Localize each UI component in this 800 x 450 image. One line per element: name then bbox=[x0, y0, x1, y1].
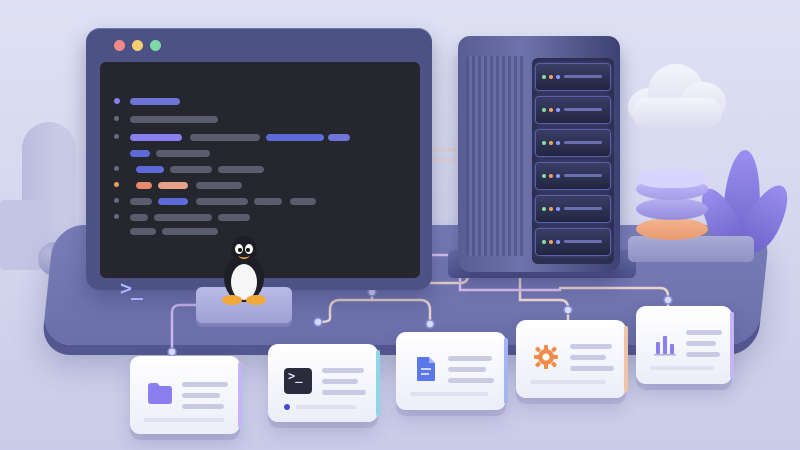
server-rack-unit bbox=[536, 229, 610, 255]
server-rack-unit bbox=[536, 196, 610, 222]
window-minimize-dot bbox=[132, 40, 143, 51]
folder-icon bbox=[148, 383, 172, 404]
card-terminal[interactable]: >_ bbox=[268, 344, 380, 422]
server-rack-front bbox=[532, 58, 614, 264]
card-settings[interactable] bbox=[516, 320, 628, 398]
card-terminal-prompt: >_ bbox=[288, 369, 303, 383]
terminal-screen: >_ bbox=[100, 62, 420, 300]
terminal-icon: >_ bbox=[284, 368, 312, 394]
linux-penguin-icon bbox=[222, 236, 266, 305]
card-folder[interactable] bbox=[130, 356, 242, 434]
card-analytics[interactable] bbox=[636, 306, 734, 384]
server-rack-unit bbox=[536, 130, 610, 156]
database-tray bbox=[628, 236, 754, 262]
terminal-window: >_ bbox=[86, 28, 432, 300]
window-close-dot bbox=[114, 40, 125, 51]
cloud-icon bbox=[622, 58, 732, 128]
bar-chart-icon bbox=[654, 336, 676, 356]
server-icon bbox=[458, 36, 620, 272]
window-maximize-dot bbox=[150, 40, 161, 51]
server-rack-unit bbox=[536, 97, 610, 123]
background-block bbox=[0, 200, 42, 270]
card-document[interactable] bbox=[396, 332, 508, 410]
document-icon bbox=[417, 357, 435, 381]
gear-icon bbox=[534, 345, 558, 369]
server-rack-unit bbox=[536, 64, 610, 90]
server-rack-unit bbox=[536, 163, 610, 189]
server-vent bbox=[466, 56, 526, 256]
terminal-prompt: >_ bbox=[120, 276, 143, 300]
